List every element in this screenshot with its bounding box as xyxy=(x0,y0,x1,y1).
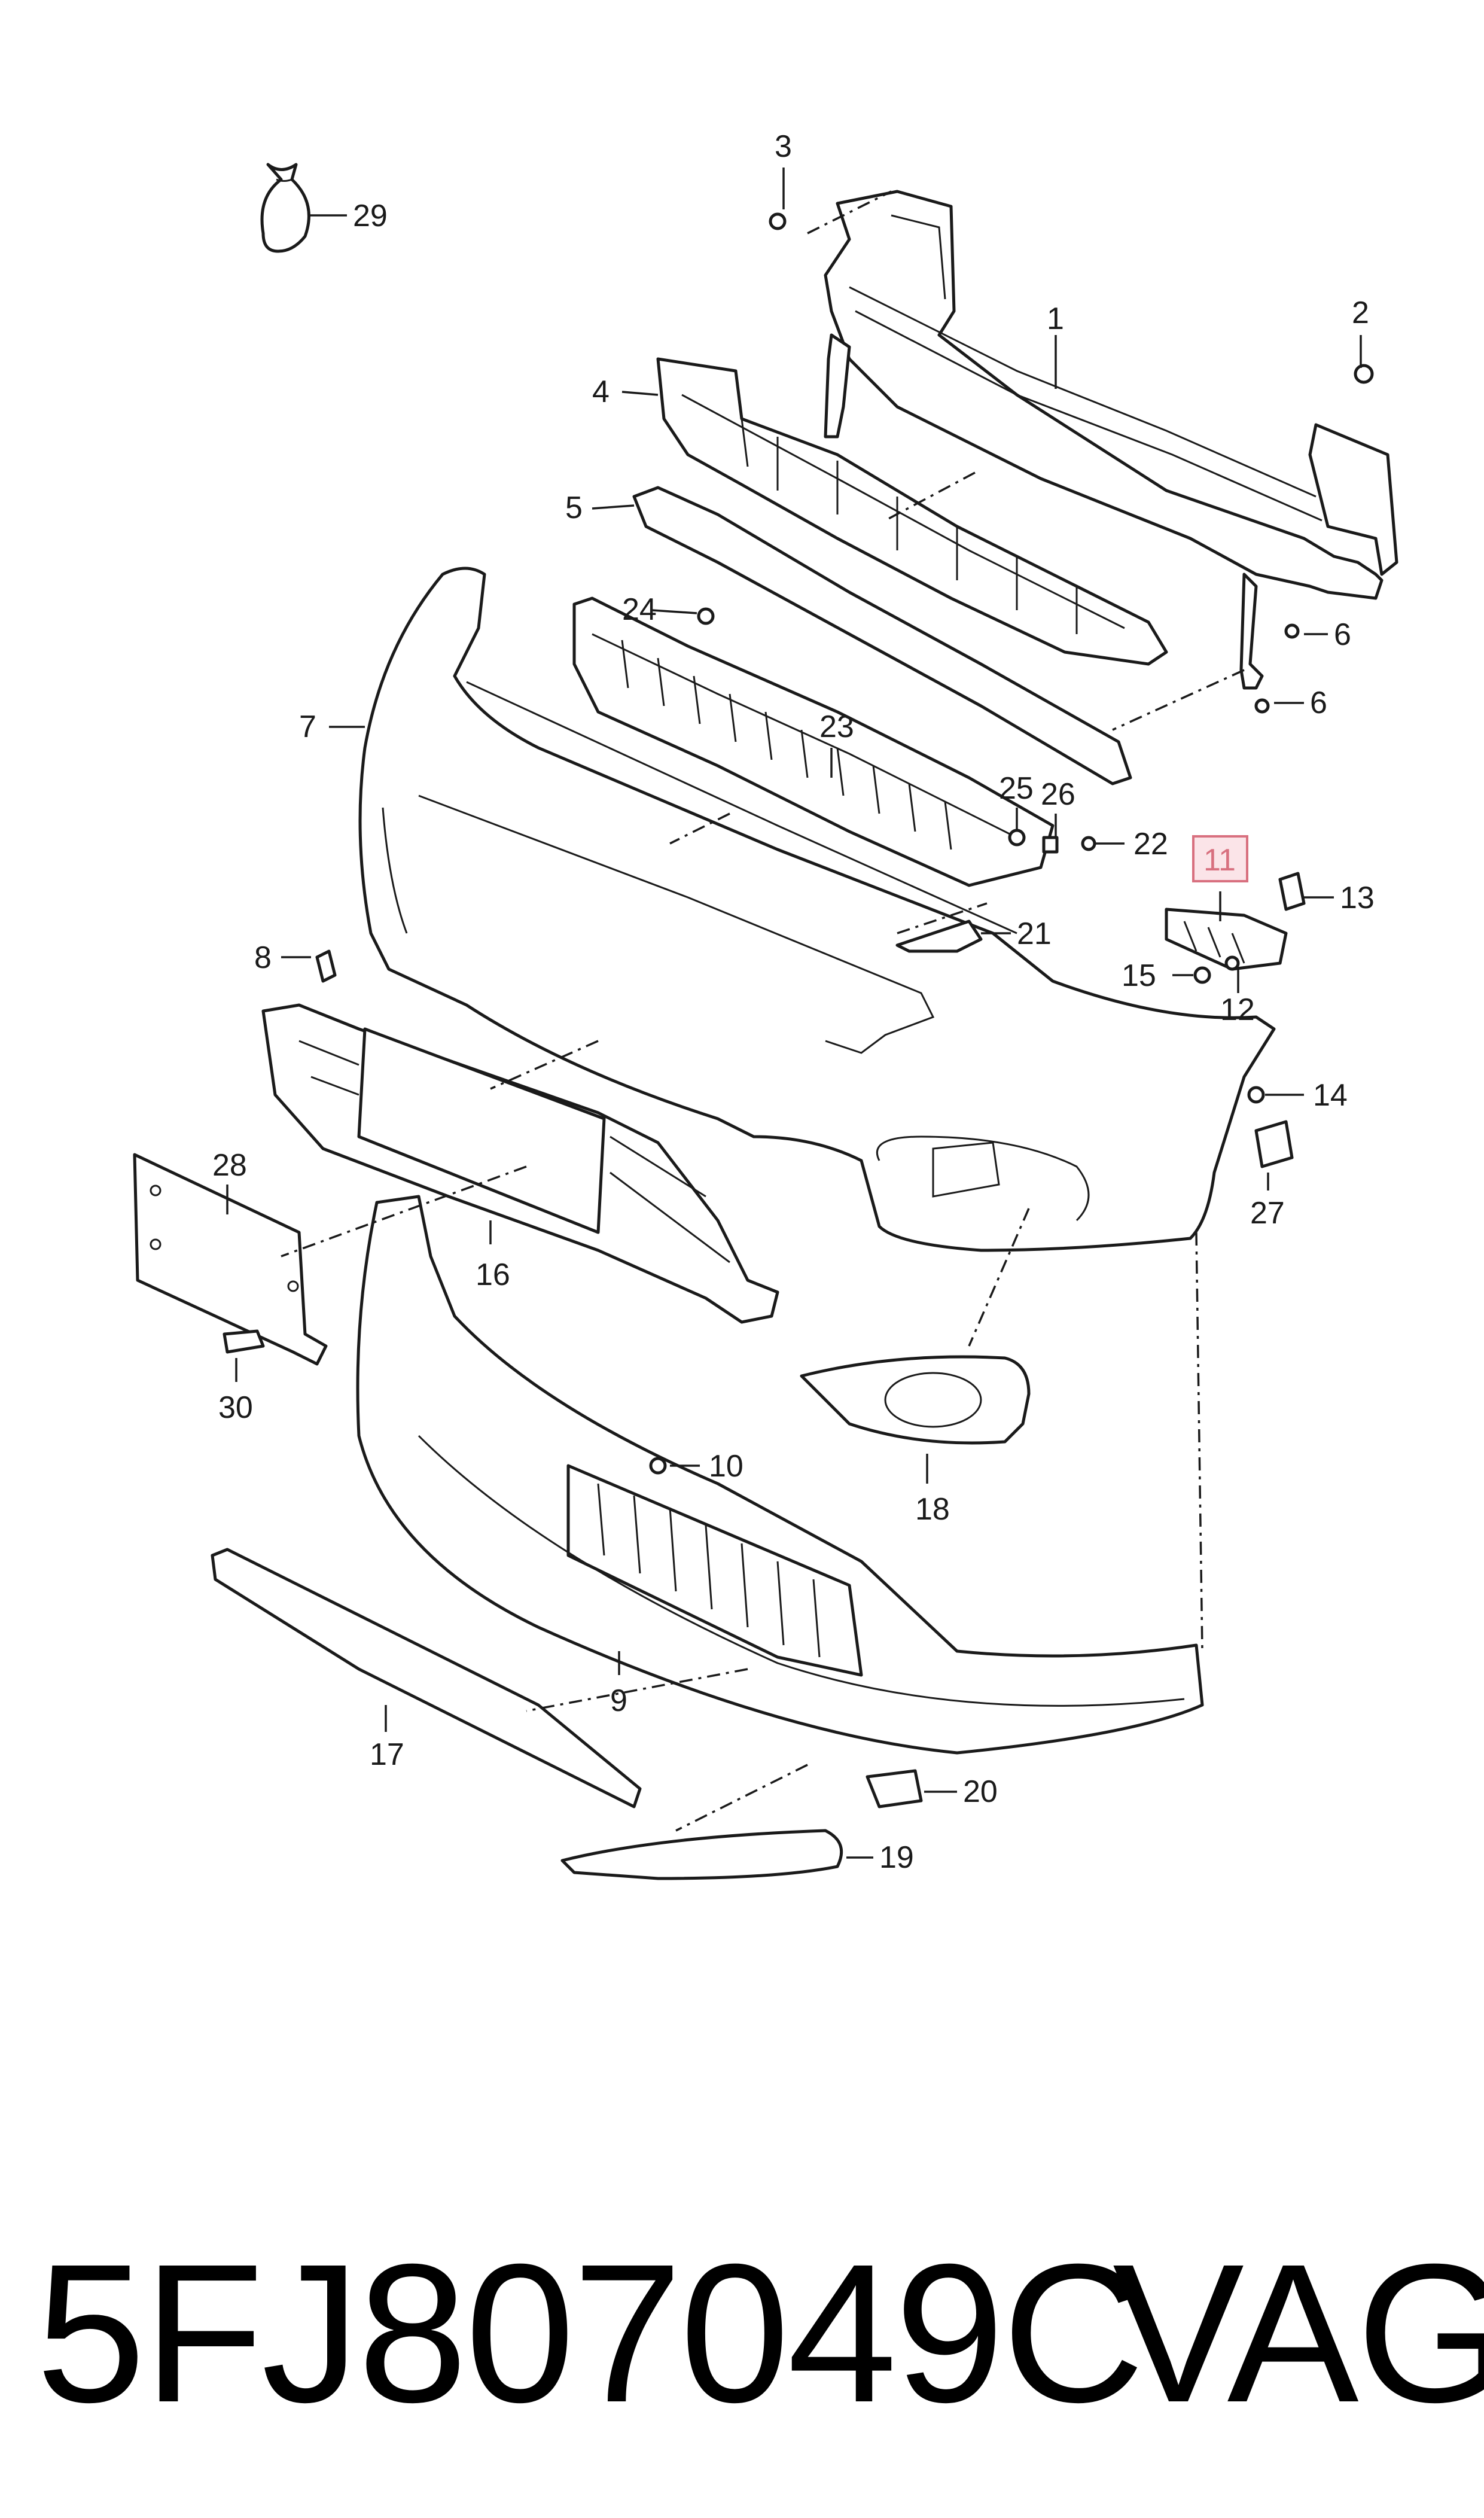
callout-16: 16 xyxy=(476,1258,510,1292)
callout-9: 9 xyxy=(610,1683,627,1718)
callout-28: 29 xyxy=(353,199,388,233)
part-13-clip xyxy=(1278,872,1306,911)
fasteners xyxy=(315,212,1374,1475)
callout-22: 22 xyxy=(1133,827,1168,861)
part-19-cover xyxy=(560,1829,843,1880)
callout-27: 27 xyxy=(1250,1196,1285,1231)
callout-10: 10 xyxy=(709,1449,743,1484)
callout-23: 23 xyxy=(819,710,854,744)
callout-21: 21 xyxy=(1017,917,1052,951)
callout-4: 4 xyxy=(592,374,610,409)
brand-label: VAG xyxy=(1113,2222,1484,2443)
callout-17: 17 xyxy=(370,1737,404,1772)
part-18-fog-light-frame xyxy=(800,1355,1031,1445)
callout-13: 13 xyxy=(1340,881,1375,915)
callout-6b: 6 xyxy=(1310,686,1327,720)
callout-8: 8 xyxy=(254,940,272,975)
part-27-cap xyxy=(1254,1120,1294,1168)
part-28-bag xyxy=(260,163,310,253)
callout-26: 26 xyxy=(1041,777,1075,812)
highlight-box xyxy=(1192,835,1248,882)
part-1-bumper-beam xyxy=(824,190,1398,690)
part-30-screw xyxy=(223,1329,265,1354)
callout-25: 25 xyxy=(999,771,1034,806)
part-17-trim-strip xyxy=(211,1548,642,1808)
part-4-impact-absorber xyxy=(656,357,1168,666)
callout-14: 14 xyxy=(1313,1078,1348,1113)
callout-19: 19 xyxy=(879,1840,914,1875)
part-number: 5FJ807049C xyxy=(36,2222,1145,2443)
callout-7: 7 xyxy=(299,710,316,744)
part-5-guide-strip xyxy=(632,486,1132,785)
part-29-license-plate-bracket xyxy=(133,1153,328,1366)
callout-12: 12 xyxy=(1220,992,1255,1027)
callout-6a: 6 xyxy=(1334,617,1351,652)
callout-1: 1 xyxy=(1047,302,1064,336)
callout-30: 30 xyxy=(218,1390,253,1425)
callout-11: 11 xyxy=(1203,843,1236,878)
callout-20: 20 xyxy=(963,1774,998,1809)
leader-lines xyxy=(226,168,1362,1859)
callout-24: 24 xyxy=(622,592,657,627)
callout-5: 5 xyxy=(565,491,583,525)
part-7-bumper-cover xyxy=(358,567,1276,1252)
callout-29: 28 xyxy=(212,1148,247,1183)
assembly-lines xyxy=(281,190,1245,1832)
callout-labels: 3 29 2 1 4 5 6 6 24 7 23 25 26 22 21 11 … xyxy=(212,129,1375,1875)
part-21-trim-piece xyxy=(895,919,983,953)
part-9-lower-spoiler xyxy=(356,1195,1204,1755)
part-16-lower-grille xyxy=(261,1003,779,1324)
callout-3: 3 xyxy=(775,129,792,164)
part-20-clip xyxy=(866,1769,923,1808)
part-11-side-bracket xyxy=(1165,908,1288,971)
callout-18: 18 xyxy=(915,1492,950,1527)
callout-15: 15 xyxy=(1122,958,1156,993)
callout-2: 2 xyxy=(1352,296,1369,330)
part-23-center-bracket xyxy=(572,596,1055,887)
